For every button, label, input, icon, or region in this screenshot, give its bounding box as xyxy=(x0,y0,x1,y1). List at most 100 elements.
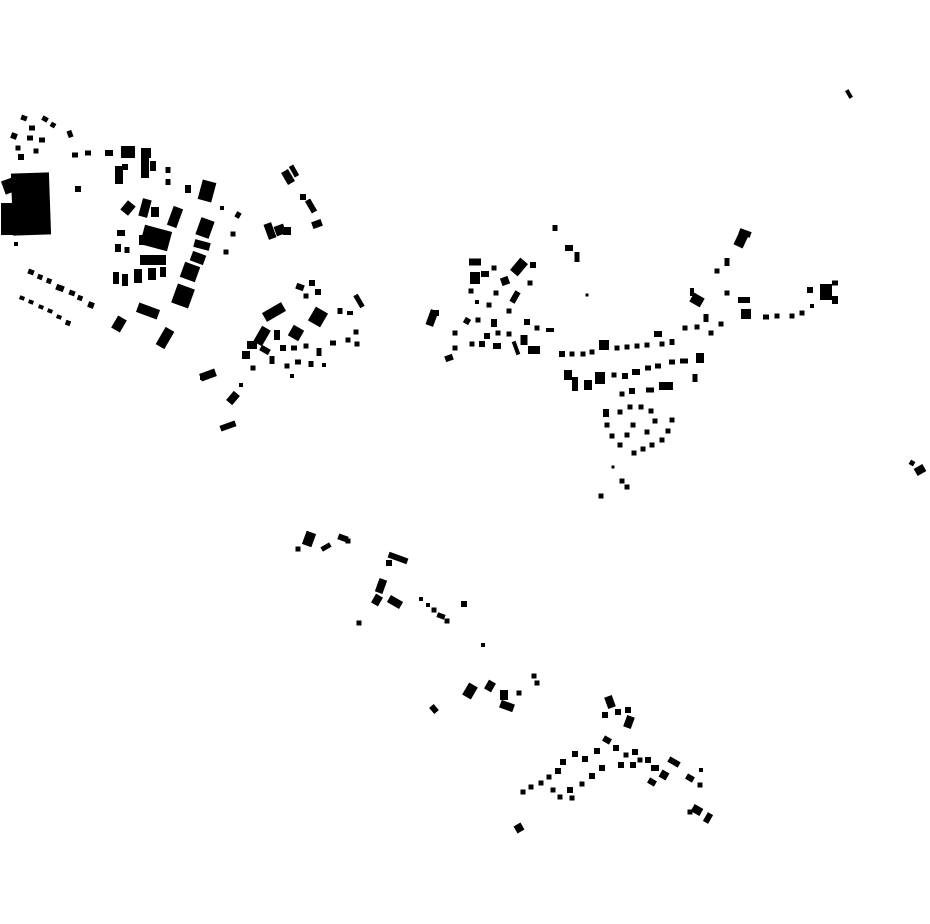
building-footprint xyxy=(45,277,53,285)
building-footprint xyxy=(179,261,201,283)
building-footprint xyxy=(287,324,305,342)
building-footprint xyxy=(531,673,537,679)
building-footprint xyxy=(602,735,612,745)
building-footprint xyxy=(510,257,528,277)
building-footprint xyxy=(654,331,662,337)
building-footprint xyxy=(165,167,171,173)
building-footprint xyxy=(113,272,119,284)
building-footprint xyxy=(845,89,853,99)
building-footprint xyxy=(572,751,578,757)
building-footprint xyxy=(148,268,156,280)
building-footprint xyxy=(832,296,838,304)
building-footprint xyxy=(15,145,21,151)
building-footprint xyxy=(703,314,709,322)
building-footprint xyxy=(513,822,525,834)
building-footprint xyxy=(708,330,714,336)
building-footprint xyxy=(613,745,619,751)
building-footprint xyxy=(122,274,128,286)
building-footprint xyxy=(832,280,838,286)
building-footprint xyxy=(574,252,580,262)
building-footprint xyxy=(774,313,780,319)
building-footprint xyxy=(669,339,675,345)
building-footprint xyxy=(55,314,63,320)
building-footprint xyxy=(559,351,565,357)
building-footprint xyxy=(452,330,458,336)
building-footprint xyxy=(690,288,694,296)
building-footprint xyxy=(619,391,625,397)
building-footprint xyxy=(585,293,589,297)
building-footprint xyxy=(599,340,609,350)
building-footprint xyxy=(0,177,18,195)
building-footprint xyxy=(195,217,215,239)
building-footprint xyxy=(617,409,623,415)
building-footprint xyxy=(651,765,659,771)
building-footprint xyxy=(253,325,271,347)
building-footprint xyxy=(680,358,688,364)
building-footprint xyxy=(557,794,563,800)
building-footprint xyxy=(433,310,439,316)
building-footprint xyxy=(479,341,485,347)
building-footprint xyxy=(564,370,572,380)
building-footprint xyxy=(419,597,423,601)
building-footprint xyxy=(475,317,481,323)
building-footprint xyxy=(140,255,166,265)
building-footprint xyxy=(632,749,638,755)
building-footprint xyxy=(582,756,588,762)
building-footprint xyxy=(27,299,35,305)
building-footprint xyxy=(49,121,57,129)
building-footprint xyxy=(511,340,521,356)
building-footprint xyxy=(491,265,497,271)
building-footprint xyxy=(820,284,832,300)
building-footprint xyxy=(595,372,605,384)
building-footprint xyxy=(611,465,615,469)
building-footprint xyxy=(534,680,540,686)
building-footprint xyxy=(669,417,675,423)
building-footprint xyxy=(189,250,207,266)
building-footprint xyxy=(697,782,703,788)
building-footprint xyxy=(630,422,636,428)
building-footprint xyxy=(625,707,631,713)
building-footprint xyxy=(68,289,76,297)
building-footprint xyxy=(354,341,360,347)
building-footprint xyxy=(524,319,530,325)
building-footprint xyxy=(10,132,18,140)
building-footprint xyxy=(316,348,322,356)
building-footprint xyxy=(659,341,665,347)
building-footprint xyxy=(247,341,257,349)
building-footprint xyxy=(374,578,388,594)
building-footprint xyxy=(584,380,592,390)
building-footprint xyxy=(36,273,44,281)
building-footprint xyxy=(311,219,323,229)
building-footprint xyxy=(528,784,534,790)
building-footprint xyxy=(220,206,224,210)
building-footprint xyxy=(242,351,250,359)
building-footprint xyxy=(386,595,404,609)
building-footprint xyxy=(105,150,113,156)
building-footprint xyxy=(356,620,362,626)
building-footprint xyxy=(475,300,479,304)
building-footprint xyxy=(120,200,136,216)
building-footprint xyxy=(274,330,280,340)
building-footprint xyxy=(799,310,805,316)
building-footprint xyxy=(291,345,297,351)
building-footprint xyxy=(569,351,575,357)
building-footprint xyxy=(486,302,492,308)
building-footprint xyxy=(908,459,916,467)
building-footprint xyxy=(645,757,651,763)
building-footprint xyxy=(538,780,544,786)
building-footprint xyxy=(250,365,256,371)
building-footprint xyxy=(75,186,81,192)
building-footprint xyxy=(690,804,704,816)
building-footprint xyxy=(371,593,383,607)
building-footprint xyxy=(599,765,605,771)
building-footprint xyxy=(470,272,480,284)
building-footprint xyxy=(738,297,750,303)
building-footprint xyxy=(72,152,78,158)
building-footprint xyxy=(309,280,315,286)
building-footprint xyxy=(638,404,644,410)
building-footprint xyxy=(714,268,720,274)
building-footprint xyxy=(665,428,671,434)
building-footprint xyxy=(295,282,305,292)
